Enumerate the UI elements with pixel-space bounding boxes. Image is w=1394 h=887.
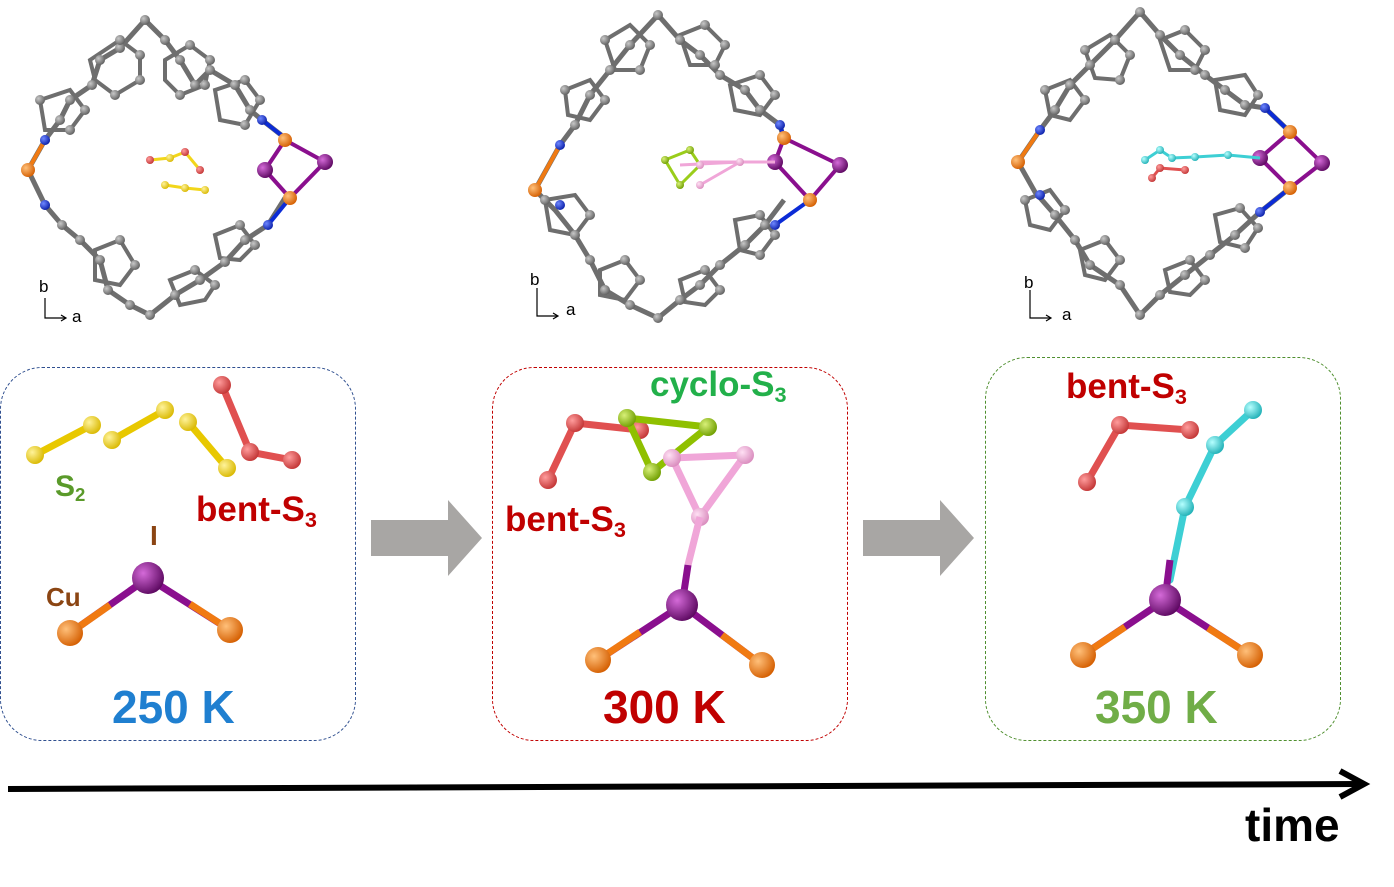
transition-arrow-2 bbox=[863, 500, 974, 576]
axis-a-label-250k: a bbox=[72, 307, 82, 326]
temperature-350k: 350 K bbox=[1095, 681, 1218, 733]
time-axis-arrowhead bbox=[1338, 768, 1371, 800]
framework-300k bbox=[528, 10, 848, 323]
cyclo-s3-label: cyclo-S3 bbox=[650, 365, 787, 408]
panel-250k bbox=[0, 367, 356, 741]
temperature-250k: 250 K bbox=[112, 681, 235, 733]
temperature-300k: 300 K bbox=[603, 681, 726, 733]
iodine-label: I bbox=[150, 520, 158, 551]
time-axis-line bbox=[7, 781, 1361, 792]
axis-b-label-300k: b bbox=[530, 270, 540, 289]
framework-350k bbox=[1011, 7, 1330, 322]
time-label: time bbox=[1245, 799, 1340, 851]
molecules-250k bbox=[26, 376, 301, 646]
axis-a-label-300k: a bbox=[566, 300, 576, 319]
bent-s3-label-350k: bent-S3 bbox=[1066, 367, 1187, 410]
molecules-300k bbox=[539, 409, 775, 678]
framework-250k bbox=[21, 15, 333, 322]
panel-350k bbox=[985, 357, 1341, 741]
transition-arrow-1 bbox=[371, 500, 482, 576]
s2-label: S2 bbox=[55, 470, 86, 506]
molecules-350k bbox=[1070, 401, 1263, 668]
framework-backbone bbox=[25, 16, 287, 172]
bent-s3-label-300k: bent-S3 bbox=[505, 500, 626, 543]
bent-s3-label-250k: bent-S3 bbox=[196, 490, 317, 533]
axis-b-label-250k: b bbox=[39, 277, 49, 296]
panel-300k bbox=[492, 367, 848, 741]
axis-b-label-350k: b bbox=[1024, 273, 1034, 292]
copper-label: Cu bbox=[46, 582, 81, 612]
axis-a-label-350k: a bbox=[1062, 305, 1072, 324]
